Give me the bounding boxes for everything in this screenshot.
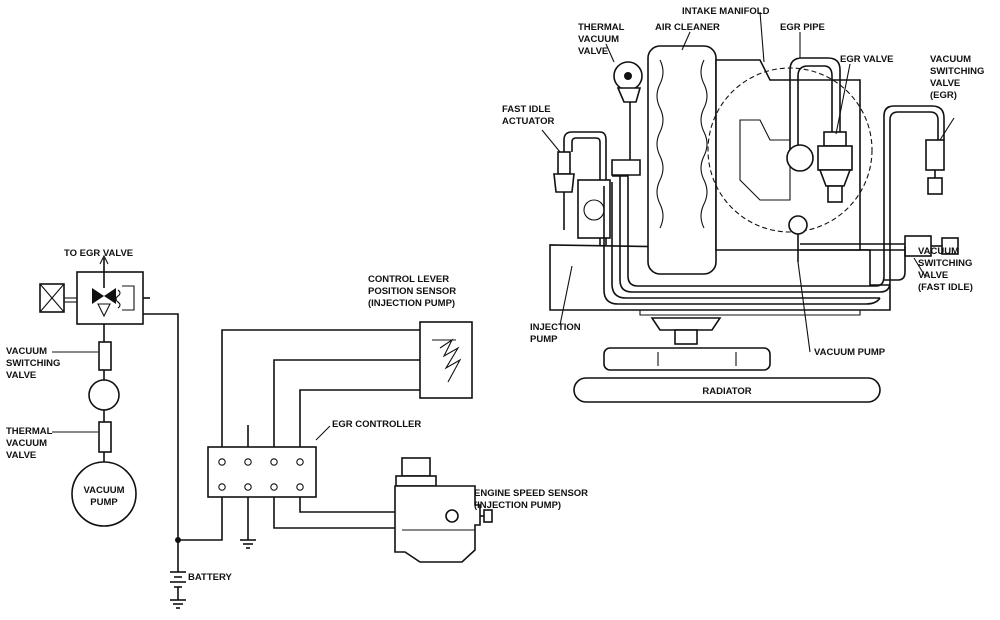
label-vacuum-pump-right: VACUUM PUMP: [814, 347, 886, 358]
label-injection-pump-2: PUMP: [530, 334, 558, 345]
vacuum-pump-right-symbol: [788, 215, 808, 235]
label-control-lever-1: CONTROL LEVER: [368, 274, 449, 285]
label-vsv-fast-idle-2: SWITCHING: [918, 258, 972, 269]
vacuum-switching-valve-symbol: [39, 254, 144, 325]
label-thermal-vacuum-valve-2: VACUUM: [6, 438, 47, 449]
label-engine-speed-sensor-2: (INJECTION PUMP): [474, 500, 561, 511]
hose-segment-1: [98, 341, 112, 371]
label-fast-idle-actuator-2: ACTUATOR: [502, 116, 555, 127]
label-egr-valve: EGR VALVE: [840, 54, 894, 65]
label-vacuum-switching-valve-2: SWITCHING: [6, 358, 60, 369]
thermal-vacuum-valve-symbol: [88, 379, 120, 411]
left-schematic: [39, 254, 493, 609]
label-to-egr-valve: TO EGR VALVE: [64, 248, 133, 259]
egr-controller-symbol: [207, 446, 317, 498]
hose-segment-2: [98, 421, 112, 453]
label-vsv-egr-2: SWITCHING: [930, 66, 984, 77]
egr-valve-symbol: [817, 131, 853, 203]
label-thermal-vacuum-valve-right-2: VACUUM: [578, 34, 619, 45]
label-vsv-egr-1: VACUUM: [930, 54, 971, 65]
label-control-lever-3: (INJECTION PUMP): [368, 298, 455, 309]
air-cleaner-symbol: [647, 45, 717, 275]
label-vsv-egr-3: VALVE: [930, 78, 960, 89]
label-radiator: RADIATOR: [702, 386, 751, 397]
label-vsv-fast-idle-1: VACUUM: [918, 246, 959, 257]
label-vsv-egr-4: (EGR): [930, 90, 957, 101]
label-control-lever-2: POSITION SENSOR: [368, 286, 456, 297]
label-thermal-vacuum-valve-3: VALVE: [6, 450, 36, 461]
label-vacuum-switching-valve-1: VACUUM: [6, 346, 47, 357]
label-vsv-fast-idle-4: (FAST IDLE): [918, 282, 973, 293]
label-engine-speed-sensor-1: ENGINE SPEED SENSOR: [474, 488, 588, 499]
label-egr-pipe: EGR PIPE: [780, 22, 825, 33]
label-egr-controller: EGR CONTROLLER: [332, 419, 421, 430]
fast-idle-actuator-symbol: [553, 151, 575, 230]
vacuum-switching-valve-fast-idle-symbol: [884, 235, 959, 281]
label-fast-idle-actuator-1: FAST IDLE: [502, 104, 551, 115]
label-vacuum-pump-2: PUMP: [90, 497, 118, 508]
label-vsv-fast-idle-3: VALVE: [918, 270, 948, 281]
vacuum-switching-valve-egr-symbol: [925, 139, 945, 195]
label-thermal-vacuum-valve-right-1: THERMAL: [578, 22, 625, 33]
vacuum-pump-symbol: [71, 461, 137, 527]
label-injection-pump-1: INJECTION: [530, 322, 581, 333]
label-thermal-vacuum-valve-right-3: VALVE: [578, 46, 608, 57]
label-vacuum-pump-1: VACUUM: [84, 485, 125, 496]
label-thermal-vacuum-valve-1: THERMAL: [6, 426, 53, 437]
engine-speed-sensor-symbol: [394, 457, 493, 563]
label-vacuum-switching-valve-3: VALVE: [6, 370, 36, 381]
radiator-symbol: [573, 377, 881, 403]
right-engine-drawing: [541, 11, 959, 403]
label-battery: BATTERY: [188, 572, 232, 583]
label-intake-manifold: INTAKE MANIFOLD: [682, 6, 770, 17]
control-lever-position-sensor-symbol: [419, 321, 473, 399]
label-air-cleaner: AIR CLEANER: [655, 22, 720, 33]
injection-pump-symbol: [577, 179, 611, 239]
